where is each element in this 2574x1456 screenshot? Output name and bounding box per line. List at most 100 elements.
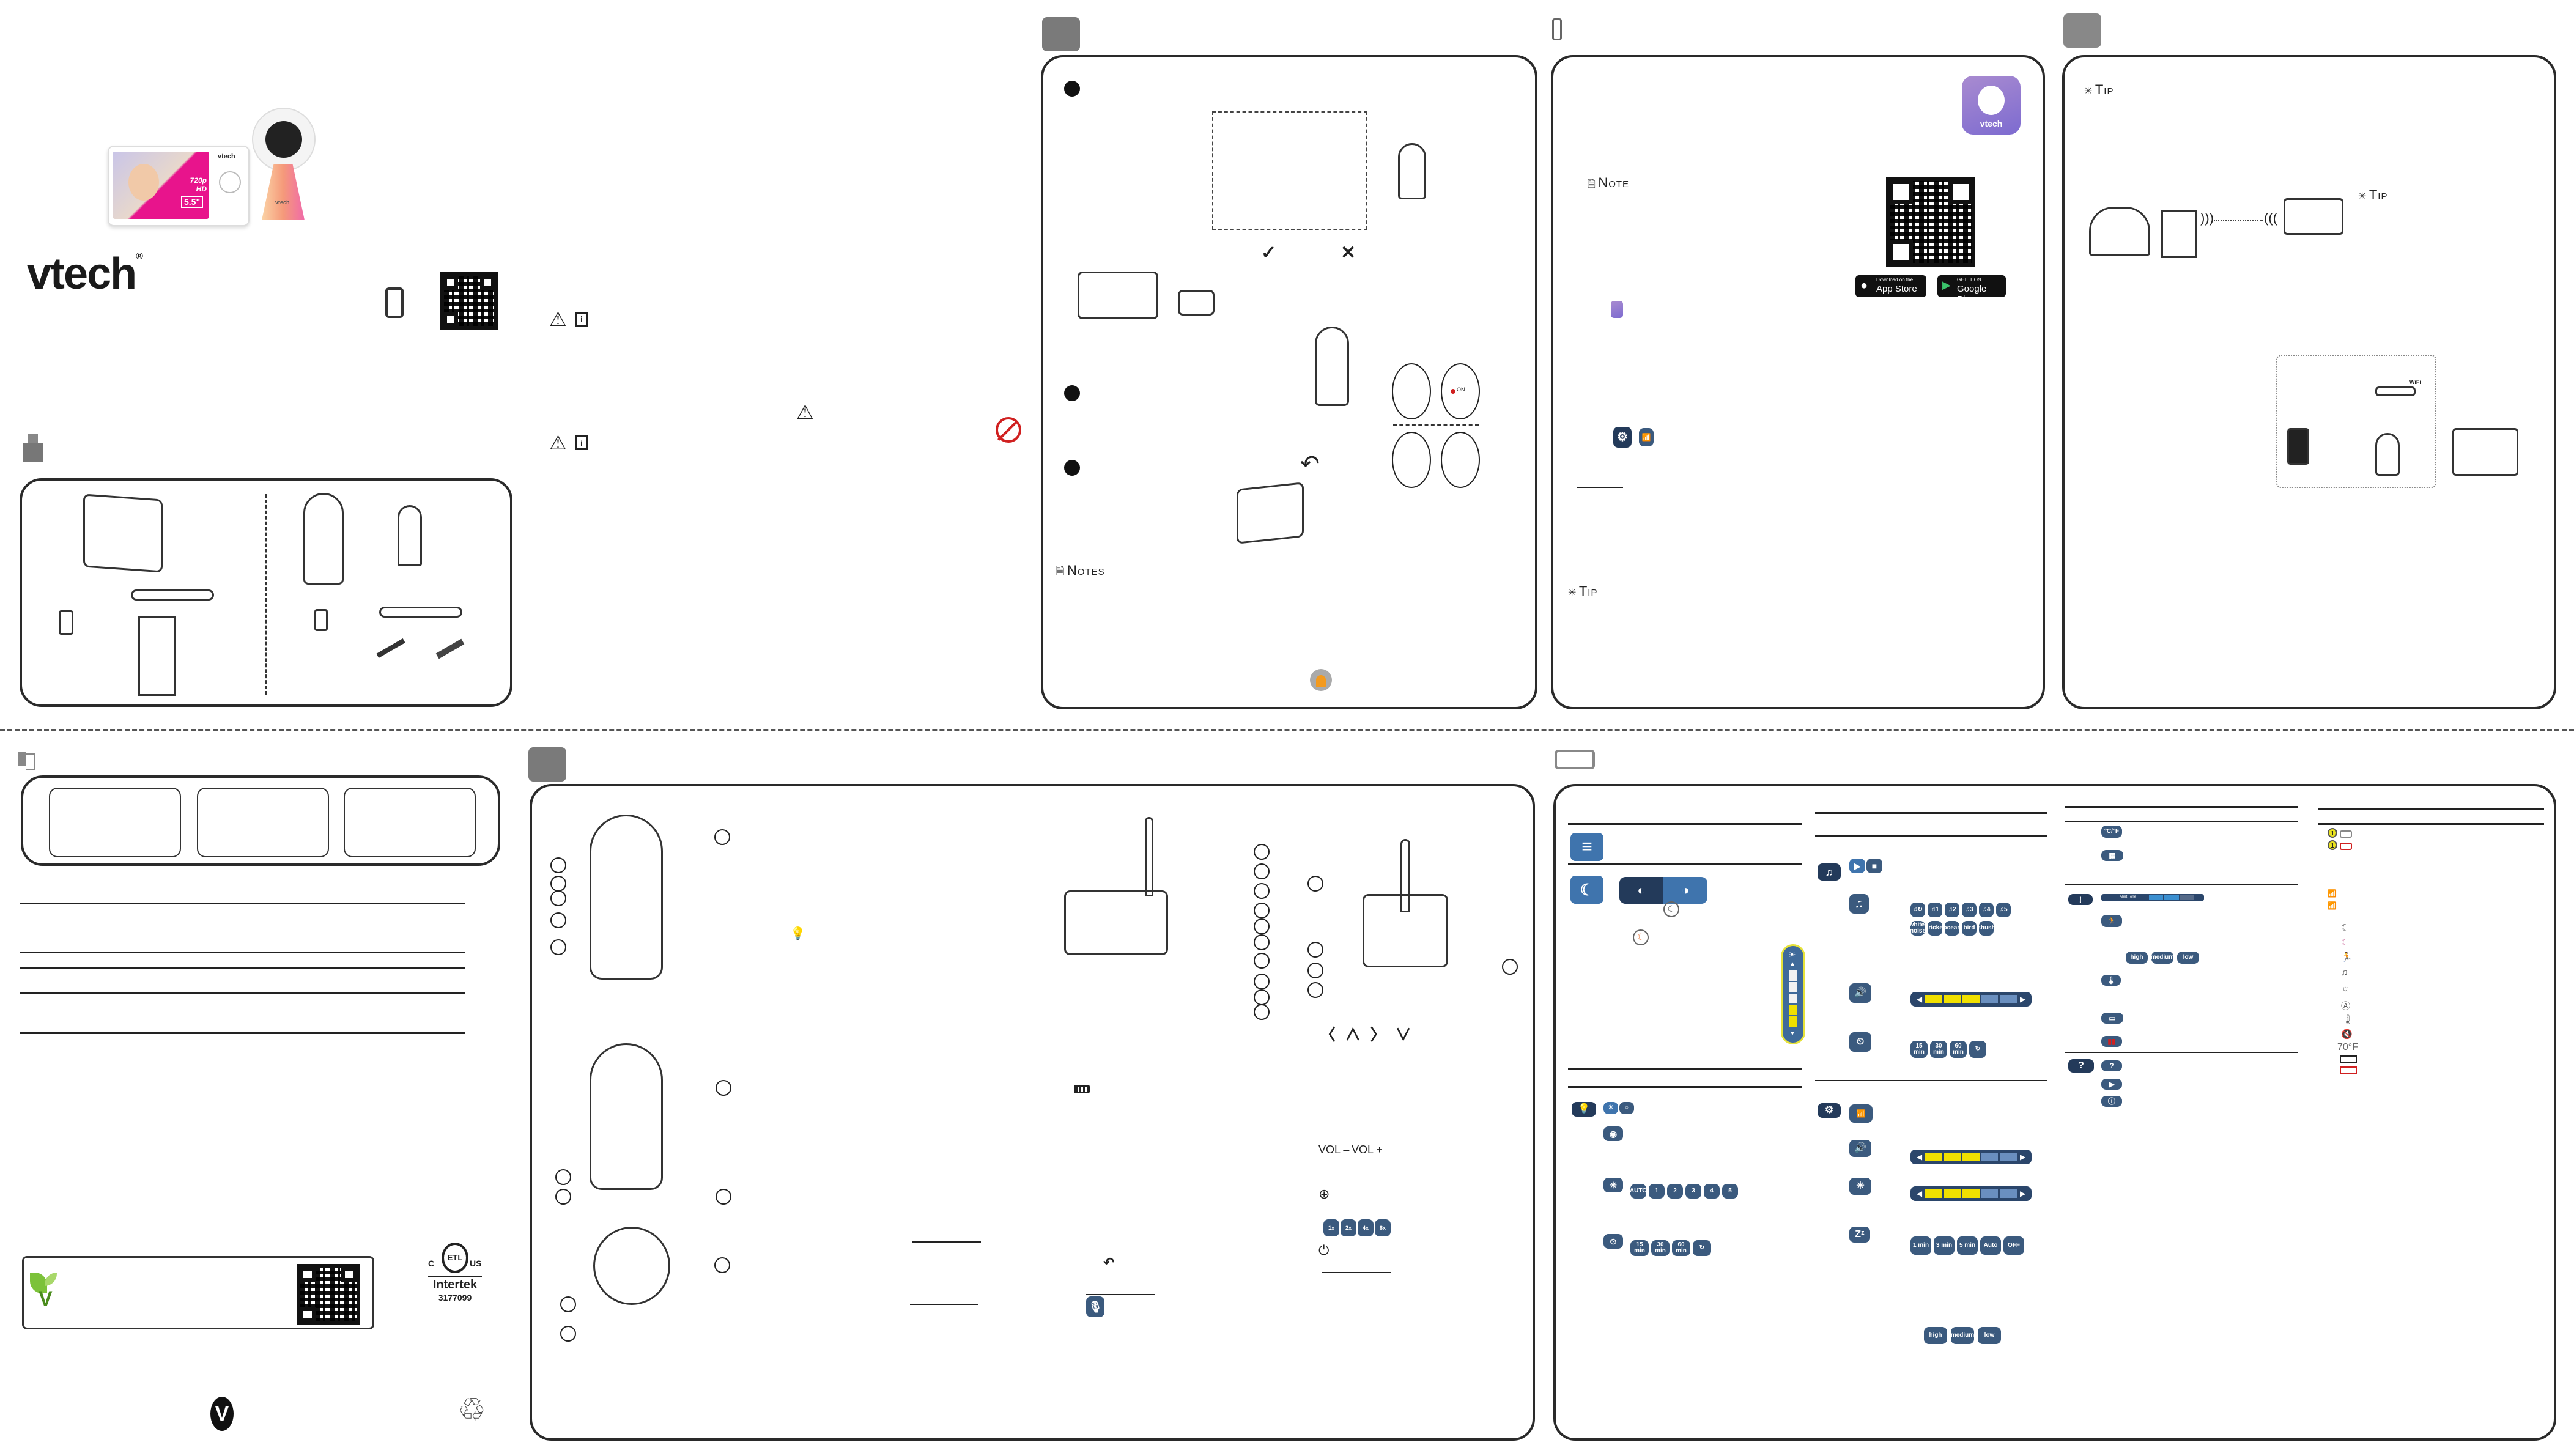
night-light-timer-option[interactable]: 30 min <box>1651 1240 1670 1256</box>
slider-right-arrow[interactable]: ▶ <box>2019 1189 2026 1198</box>
manual-qr-code[interactable] <box>440 272 498 330</box>
lullaby-sound-option[interactable]: white-noise <box>1909 921 1927 936</box>
app-download-qr[interactable] <box>1886 177 1975 267</box>
zoom-1x-button[interactable]: 1x <box>1323 1219 1339 1236</box>
lullaby-select-button[interactable]: ♫ <box>1849 894 1869 914</box>
menu-hamburger-button[interactable]: ≡ <box>1570 833 1603 861</box>
night-light-color-button[interactable]: ◉ <box>1603 1126 1623 1141</box>
sound-sensitivity-option[interactable]: low <box>1978 1327 2001 1344</box>
lullaby-menu-button[interactable]: ♫ <box>1818 863 1841 881</box>
sound-sensitivity-option[interactable]: high <box>1924 1327 1947 1344</box>
talk-mic-button[interactable]: 🎙 <box>1086 1296 1104 1317</box>
night-light-brightness-button[interactable]: ☀ <box>1603 1178 1623 1192</box>
brightness-button[interactable]: ☀ <box>1849 1178 1871 1195</box>
lullaby-volume-button[interactable]: 🔊 <box>1849 983 1871 1003</box>
lullaby-timer-option[interactable]: 15 min <box>1910 1041 1928 1058</box>
lullaby-timer-option[interactable]: 30 min <box>1930 1041 1947 1058</box>
night-mode-on-option[interactable]: ◑ <box>1663 877 1707 904</box>
lullaby-stop-button[interactable]: ■ <box>1866 859 1882 873</box>
help-video-button[interactable]: ▶ <box>2101 1079 2122 1090</box>
out-of-range-alert-button[interactable]: ▮▮ <box>2101 1036 2122 1047</box>
brightness-segment <box>1789 981 1797 992</box>
slider-left-arrow[interactable]: ◀ <box>1916 1189 1923 1198</box>
night-light-on-option[interactable]: ☀ <box>1603 1102 1618 1114</box>
night-mode-button[interactable]: ☾ <box>1570 876 1603 904</box>
brightness-slider[interactable]: ◀▶ <box>1910 1186 2032 1201</box>
lullaby-timer-option[interactable]: ↻ <box>1969 1041 1986 1058</box>
eco-qr-code[interactable] <box>297 1264 360 1325</box>
speaker-volume-slider[interactable]: ◀▶ <box>1910 1150 2032 1164</box>
motion-sensitivity-option[interactable]: low <box>2177 952 2199 964</box>
slider-right-arrow[interactable]: ▶ <box>2019 1153 2026 1161</box>
sleep-mode-button[interactable]: Zᶻ <box>1849 1227 1870 1243</box>
help-faq-button[interactable]: ? <box>2101 1060 2122 1071</box>
night-light-menu-button[interactable]: 💡 <box>1572 1102 1596 1117</box>
sleep-timer-option[interactable]: OFF <box>2003 1236 2024 1255</box>
sleep-timer-option[interactable]: Auto <box>1980 1236 2001 1255</box>
settings-menu-button[interactable]: ⚙ <box>1818 1103 1841 1118</box>
slider-right-arrow[interactable]: ▶ <box>2019 995 2026 1003</box>
zoom-2x-button[interactable]: 2x <box>1341 1219 1356 1236</box>
lullaby-sound-option[interactable]: ocean <box>1943 921 1961 936</box>
lullaby-sound-option[interactable]: bird <box>1962 921 1977 936</box>
zoom-4x-button[interactable]: 4x <box>1358 1219 1374 1236</box>
night-light-timer-option[interactable]: 15 min <box>1630 1240 1649 1256</box>
vtech-app-icon[interactable]: vtech <box>1962 76 2021 135</box>
motion-sensitivity-option[interactable]: high <box>2126 952 2148 964</box>
night-mode-off-option[interactable]: ◐ <box>1619 877 1663 904</box>
sound-sensitivity-option[interactable]: medium <box>1951 1327 1974 1344</box>
pair-device-button[interactable]: 📶 <box>1849 1104 1873 1123</box>
lullaby-play-button[interactable]: ▶ <box>1849 859 1865 873</box>
night-light-timer-option[interactable]: 60 min <box>1672 1240 1690 1256</box>
night-light-timer-option[interactable]: ↻ <box>1693 1240 1711 1256</box>
slider-left-arrow[interactable]: ◀ <box>1916 995 1923 1003</box>
lullaby-timer-option[interactable]: 60 min <box>1950 1041 1967 1058</box>
night-light-level-option[interactable]: 2 <box>1667 1184 1683 1199</box>
alert-tone-slider[interactable]: Alert Tone <box>2101 894 2204 901</box>
lullaby-track-option[interactable]: ♫↻ <box>1910 903 1925 917</box>
lullaby-track-option[interactable]: ♫1 <box>1928 903 1942 917</box>
pair-device-button[interactable]: 📶 <box>1639 428 1654 446</box>
settings-gear-button[interactable]: ⚙ <box>1613 427 1632 448</box>
low-battery-alert-button[interactable]: ▭ <box>2101 1013 2123 1024</box>
lullaby-track-option[interactable]: ♫4 <box>1979 903 1994 917</box>
night-light-off-option[interactable]: ○ <box>1619 1102 1634 1114</box>
alerts-menu-button[interactable]: ! <box>2068 894 2093 905</box>
slider-left-arrow[interactable]: ◀ <box>1916 1153 1923 1161</box>
lullaby-track-option[interactable]: ♫2 <box>1945 903 1959 917</box>
lullaby-volume-slider[interactable]: ◀▶ <box>1910 992 2032 1007</box>
temperature-alert-button[interactable]: 🌡 <box>2101 975 2121 986</box>
google-play-badge[interactable]: ▶ GET IT ON Google Play <box>1937 275 2006 305</box>
screen-brightness-slider[interactable]: ☀ ▲ ▼ <box>1781 944 1805 1044</box>
lullaby-track-option[interactable]: ♫5 <box>1996 903 2011 917</box>
split-screen-button[interactable]: ▦ <box>2101 850 2123 861</box>
monitor-range-diagram <box>2284 198 2343 235</box>
menu-col3-rule-3 <box>2065 884 2298 885</box>
menu-col2-rule-2 <box>1815 835 2047 837</box>
night-light-level-option[interactable]: 4 <box>1704 1184 1720 1199</box>
sleep-timer-option[interactable]: 5 min <box>1957 1236 1978 1255</box>
sleep-timer-option[interactable]: 1 min <box>1910 1236 1931 1255</box>
night-light-level-option[interactable]: 5 <box>1722 1184 1738 1199</box>
zoom-8x-button[interactable]: 8x <box>1375 1219 1391 1236</box>
brightness-level-bar <box>1789 970 1797 1028</box>
sleep-timer-option[interactable]: 3 min <box>1934 1236 1955 1255</box>
help-info-button[interactable]: ⓘ <box>2101 1096 2122 1107</box>
motion-detection-button[interactable]: 🏃 <box>2101 915 2122 927</box>
night-light-level-option[interactable]: 3 <box>1685 1184 1701 1199</box>
temperature-unit-button[interactable]: °C/°F <box>2101 826 2122 838</box>
crib-diagram <box>2089 207 2150 256</box>
night-light-level-option[interactable]: 1 <box>1649 1184 1665 1199</box>
lullaby-track-option[interactable]: ♫3 <box>1962 903 1977 917</box>
night-light-level-option[interactable]: AUTO <box>1630 1184 1647 1199</box>
callout-camera-11 <box>714 1257 730 1273</box>
app-store-badge[interactable]: ● Download on the App Store <box>1855 275 1926 297</box>
speaker-volume-button[interactable]: 🔊 <box>1849 1140 1871 1157</box>
quick-start-guide-item <box>138 616 176 696</box>
help-menu-button[interactable]: ? <box>2068 1059 2094 1073</box>
lullaby-sound-option[interactable]: shush <box>1977 921 1995 936</box>
lullaby-sound-option[interactable]: cricket <box>1925 921 1945 936</box>
motion-sensitivity-option[interactable]: medium <box>2151 952 2174 964</box>
night-light-timer-button[interactable]: ⏲ <box>1603 1234 1623 1249</box>
lullaby-timer-button[interactable]: ⏲ <box>1849 1032 1871 1052</box>
